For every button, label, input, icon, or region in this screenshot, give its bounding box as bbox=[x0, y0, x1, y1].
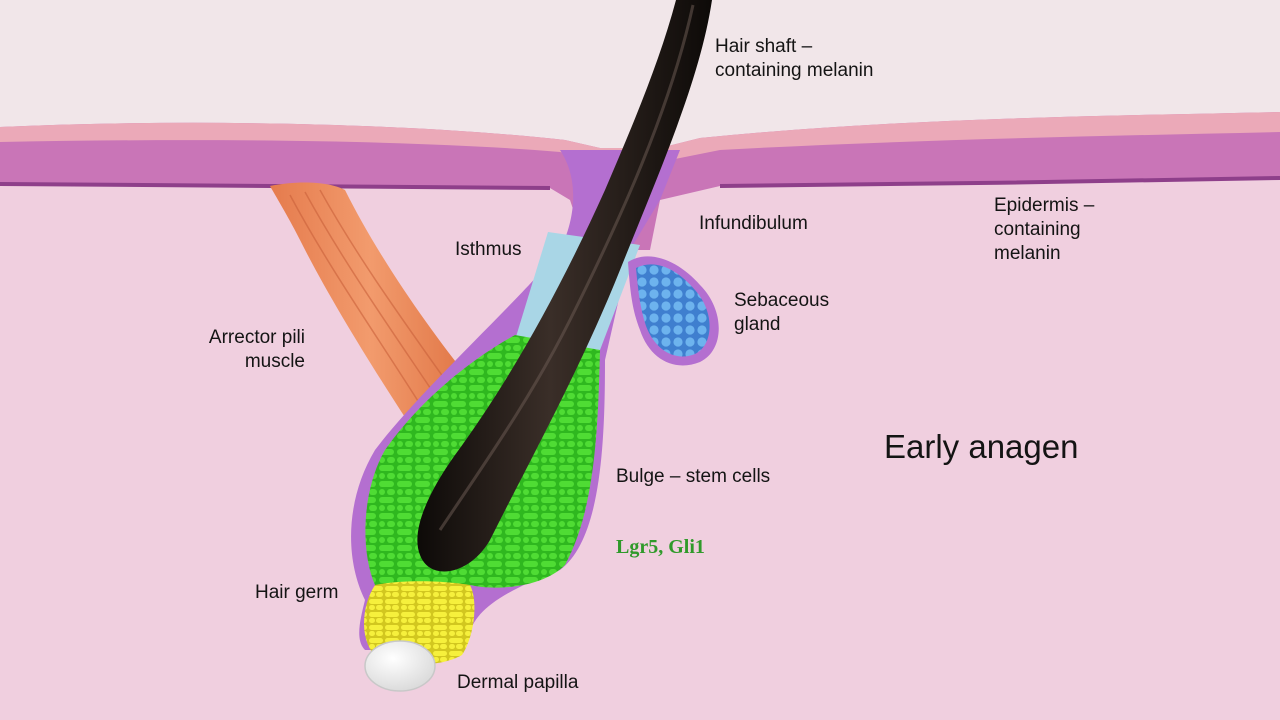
epidermis-surface bbox=[0, 112, 1280, 162]
label-sebaceous-gland: Sebaceous gland bbox=[734, 290, 830, 335]
label-dermal-papilla: Dermal papilla bbox=[457, 672, 579, 693]
label-epidermis: Epidermis – containing melanin bbox=[994, 195, 1095, 264]
label-arrector-pili-muscle: Arrector pili muscle bbox=[208, 327, 305, 372]
label-isthmus: Isthmus bbox=[455, 239, 522, 260]
label-bulge-stem-cells: Bulge – stem cells bbox=[616, 466, 771, 487]
label-infundibulum: Infundibulum bbox=[699, 213, 808, 234]
stage-title: Early anagen bbox=[884, 428, 1079, 465]
dermis bbox=[0, 160, 1280, 720]
hair-shaft-shape bbox=[417, 0, 712, 572]
label-hair-germ: Hair germ bbox=[255, 582, 339, 603]
dermal-papilla-shape bbox=[364, 640, 436, 692]
label-hair-shaft: Hair shaft – containing melanin bbox=[715, 36, 874, 81]
label-stem-cell-markers: Lgr5, Gli1 bbox=[616, 536, 705, 558]
